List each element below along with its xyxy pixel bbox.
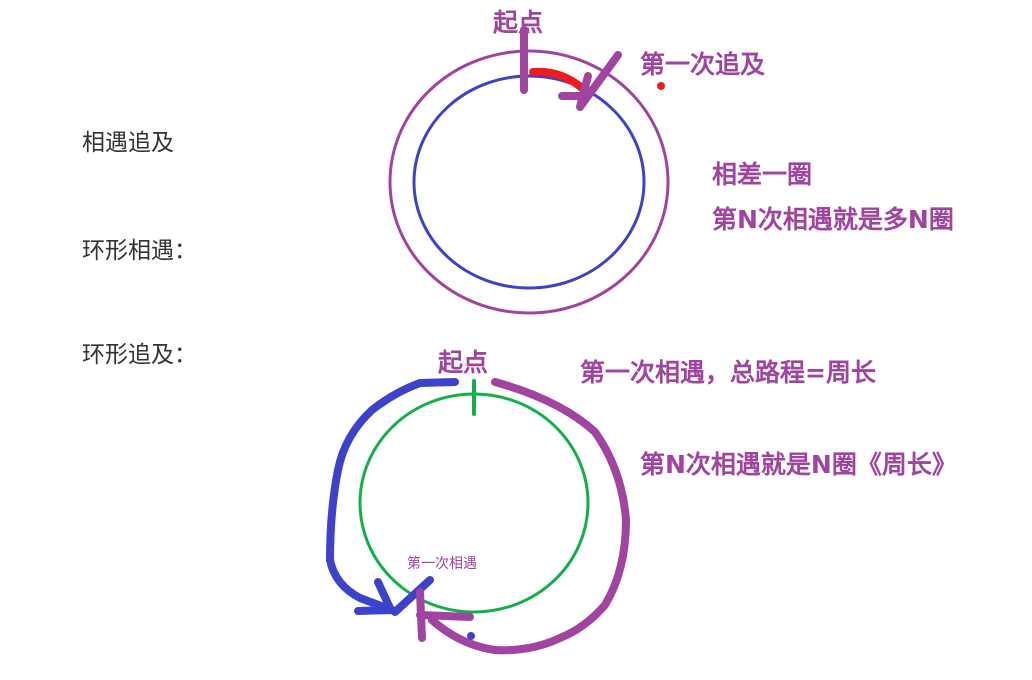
- bottom-note-line2: 第N次相遇就是N圈《周长》: [640, 450, 957, 479]
- purple-arrow-head: [416, 588, 474, 642]
- purple-route-path: [428, 378, 630, 655]
- red-dot: [657, 82, 665, 90]
- label-ring-meet: 环形相遇：: [82, 238, 197, 264]
- blue-arrow-head: [354, 576, 434, 616]
- blue-route-path: [326, 378, 459, 614]
- inner-track-circle: [412, 74, 646, 290]
- bottom-note-line1: 第一次相遇，总路程=周长: [580, 358, 876, 387]
- label-ring-chase: 环形追及：: [82, 342, 197, 368]
- label-meet-chase: 相遇追及: [82, 130, 174, 156]
- first-chase-label: 第一次追及: [640, 50, 766, 79]
- chase-progress-stroke: [529, 67, 586, 92]
- first-meet-small-label: 第一次相遇: [407, 556, 477, 572]
- outer-track-circle: [388, 49, 670, 315]
- bottom-start-label: 起点: [438, 348, 489, 377]
- blue-dot: [467, 632, 475, 640]
- ring-track-circle: [358, 392, 590, 614]
- top-start-label: 起点: [493, 8, 544, 37]
- top-note-line2: 第N次相遇就是多N圈: [712, 205, 954, 234]
- top-note-line1: 相差一圈: [712, 160, 813, 189]
- catch-up-arrow: [558, 51, 622, 111]
